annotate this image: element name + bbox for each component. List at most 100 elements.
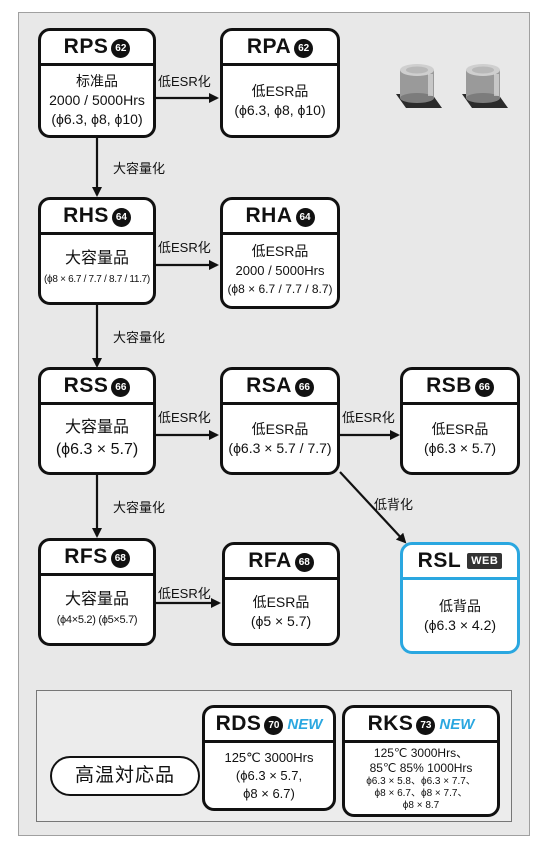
node-rsa-line-2: (ϕ6.3 × 5.7 / 7.7): [228, 439, 332, 456]
node-rss-line-1: 大容量品: [64, 418, 129, 436]
node-rsa-line-1: 低ESR品: [251, 420, 309, 437]
node-rfa-line-1: 低ESR品: [252, 593, 310, 610]
edge-label-rps-rpa: 低ESR化: [158, 74, 211, 89]
node-rsl-line-1: 低背品: [439, 597, 481, 614]
capacitor-photo-2: [462, 64, 508, 108]
node-rss-name: RSS: [63, 374, 109, 397]
node-rha-line-3: (ϕ8 × 6.7 / 7.7 / 8.7): [227, 282, 333, 296]
node-rha-line-1: 低ESR品: [251, 243, 309, 259]
node-rfa-page-number: 68: [294, 553, 314, 572]
edge-label-rsa-rsl: 低背化: [374, 497, 414, 512]
node-rks-line-4: ϕ8 × 6.7、ϕ8 × 7.7、: [374, 787, 468, 799]
edge-label-rss-rsa: 低ESR化: [158, 410, 211, 425]
node-rks-page-number: 73: [416, 716, 436, 735]
node-rds-body: 125℃ 3000Hrs (ϕ6.3 × 5.7, ϕ8 × 6.7): [205, 743, 333, 808]
node-rsb-line-2: (ϕ6.3 × 5.7): [423, 439, 497, 456]
node-rhs-body: 大容量品 (ϕ8 × 6.7 / 7.7 / 8.7 / 11.7): [41, 235, 153, 302]
node-rss-line-2: (ϕ6.3 × 5.7): [55, 440, 139, 458]
node-rsb-name: RSB: [426, 374, 472, 397]
node-rds-new-badge: NEW: [287, 716, 323, 733]
node-rsl-header: RSL WEB: [403, 545, 517, 580]
node-rpa-line-2: (ϕ6.3, ϕ8, ϕ10): [234, 101, 326, 118]
node-rfs-line-1: 大容量品: [64, 591, 129, 608]
node-rsl-line-2: (ϕ6.3 × 4.2): [423, 616, 497, 633]
node-rpa-page-number: 62: [294, 39, 314, 58]
edge-label-rhs-rha: 低ESR化: [158, 240, 211, 255]
node-rha-body: 低ESR品 2000 / 5000Hrs (ϕ8 × 6.7 / 7.7 / 8…: [223, 235, 337, 306]
edge-label-rsa-rsb: 低ESR化: [342, 410, 395, 425]
node-rps-body: 标准品 2000 / 5000Hrs (ϕ6.3, ϕ8, ϕ10): [41, 66, 153, 135]
node-rsa-body: 低ESR品 (ϕ6.3 × 5.7 / 7.7): [223, 405, 337, 472]
node-rfs-name: RFS: [64, 545, 108, 568]
node-rsl-body: 低背品 (ϕ6.3 × 4.2): [403, 580, 517, 651]
node-rps-line-3: (ϕ6.3, ϕ8, ϕ10): [51, 111, 143, 127]
node-rps-line-2: 2000 / 5000Hrs: [49, 92, 145, 108]
node-rds-line-1: 125℃ 3000Hrs: [224, 749, 314, 765]
node-rds-line-3: ϕ8 × 6.7): [243, 785, 295, 801]
node-rhs-line-2: (ϕ8 × 6.7 / 7.7 / 8.7 / 11.7): [44, 274, 150, 285]
node-rds-page-number: 70: [264, 716, 284, 735]
capacitor-photo-1: [396, 64, 442, 108]
node-rks-line-3: ϕ6.3 × 5.8、ϕ6.3 × 7.7、: [366, 775, 476, 787]
node-rha-page-number: 64: [295, 208, 315, 227]
node-rfa-name: RFA: [248, 549, 292, 572]
node-rha-line-2: 2000 / 5000Hrs: [235, 263, 325, 278]
node-rss-body: 大容量品 (ϕ6.3 × 5.7): [41, 405, 153, 472]
edge-label-rfs-rfa: 低ESR化: [158, 586, 211, 601]
high-temp-label: 高温対応品: [50, 756, 200, 796]
node-rsl-web-badge: WEB: [467, 553, 503, 569]
node-rfs-page-number: 68: [110, 549, 130, 568]
node-rsl-name: RSL: [417, 549, 462, 572]
edge-label-rss-rfs: 大容量化: [113, 500, 166, 515]
node-rpa-name: RPA: [246, 35, 292, 58]
node-rpa-line-1: 低ESR品: [251, 82, 309, 99]
node-rsa-page-number: 66: [294, 378, 314, 397]
node-rps-page-number: 62: [111, 39, 131, 58]
node-rsb-line-1: 低ESR品: [431, 420, 489, 437]
node-rpa-body: 低ESR品 (ϕ6.3, ϕ8, ϕ10): [223, 66, 337, 135]
edge-label-rhs-rss: 大容量化: [113, 330, 166, 345]
node-rsa-name: RSA: [246, 374, 292, 397]
node-rsb-page-number: 66: [474, 378, 494, 397]
edge-label-rps-rhs: 大容量化: [113, 161, 166, 176]
node-rhs-name: RHS: [63, 204, 109, 227]
node-rps-name: RPS: [63, 35, 109, 58]
node-rhs-line-1: 大容量品: [64, 250, 129, 267]
node-rfa-body: 低ESR品 (ϕ5 × 5.7): [225, 580, 337, 643]
node-rds-name: RDS: [215, 712, 262, 735]
node-rsb-body: 低ESR品 (ϕ6.3 × 5.7): [403, 405, 517, 472]
node-rks-line-1: 125℃ 3000Hrs、: [373, 745, 469, 760]
node-rks-new-badge: NEW: [439, 716, 475, 733]
node-rhs-page-number: 64: [111, 208, 131, 227]
node-rds-line-2: (ϕ6.3 × 5.7,: [235, 767, 303, 783]
node-rks-line-5: ϕ8 × 8.7: [402, 799, 440, 811]
node-rfs-body: 大容量品 (ϕ4×5.2) (ϕ5×5.7): [41, 576, 153, 643]
node-rfs-line-2: (ϕ4×5.2) (ϕ5×5.7): [56, 614, 138, 626]
node-rks-line-2: 85℃ 85% 1000Hrs: [369, 760, 473, 775]
node-rfa-line-2: (ϕ5 × 5.7): [250, 612, 312, 629]
node-rha-name: RHA: [245, 204, 293, 227]
